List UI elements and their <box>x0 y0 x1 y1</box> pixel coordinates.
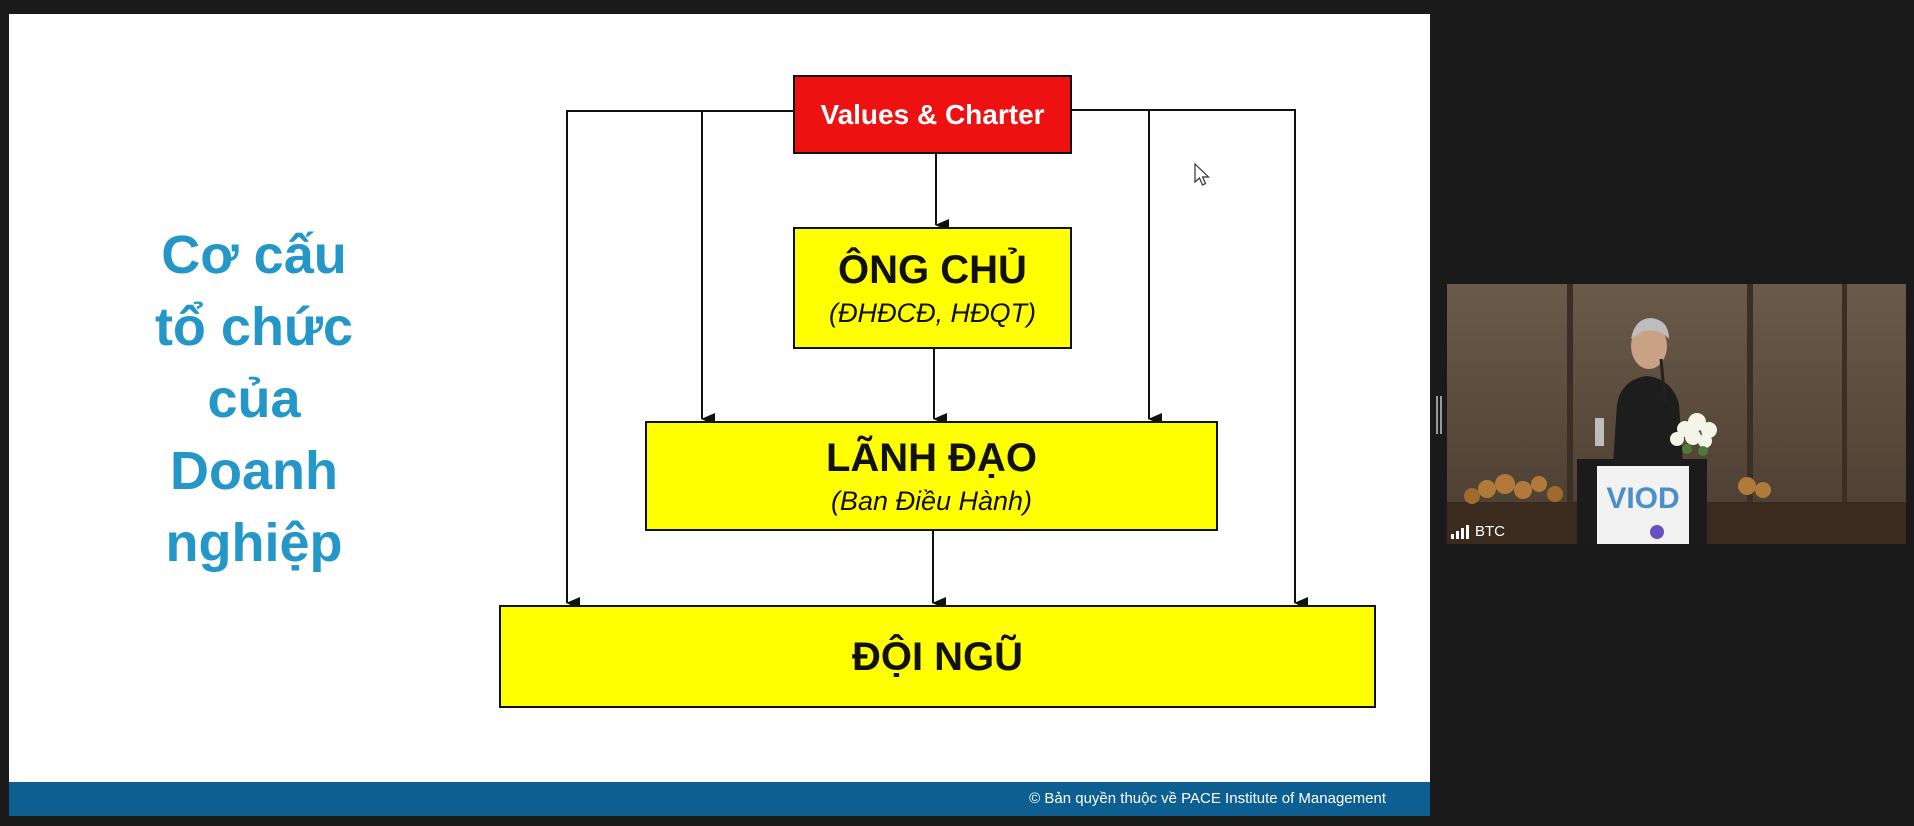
participant-label: BTC <box>1451 520 1505 542</box>
slide-title: Cơ cấu tổ chức của Doanh nghiệp <box>69 219 439 579</box>
team-label: ĐỘI NGŨ <box>851 634 1024 679</box>
values-charter-box: Values & Charter <box>793 75 1072 154</box>
speaker-video-feed: VIOD <box>1447 284 1906 544</box>
owner-label: ÔNG CHỦ <box>838 248 1027 292</box>
team-box: ĐỘI NGŨ <box>499 605 1376 708</box>
slide-title-line: Cơ cấu <box>161 225 347 285</box>
leadership-sublabel: (Ban Điều Hành) <box>830 486 1033 516</box>
leadership-box: LÃNH ĐẠO (Ban Điều Hành) <box>645 421 1218 531</box>
panel-resize-handle-icon[interactable] <box>1436 396 1442 434</box>
leadership-label: LÃNH ĐẠO <box>825 436 1038 480</box>
slide-title-line: nghiệp <box>165 513 343 573</box>
owner-box: ÔNG CHỦ (ĐHĐCĐ, HĐQT) <box>793 227 1072 349</box>
owner-sublabel: (ĐHĐCĐ, HĐQT) <box>829 298 1036 328</box>
podium-logo: VIOD <box>1606 482 1679 515</box>
values-charter-label: Values & Charter <box>820 98 1045 130</box>
mouse-cursor-icon <box>1194 162 1210 186</box>
copyright-text: © Bản quyền thuộc về PACE Institute of M… <box>1029 790 1386 807</box>
slide-title-line: của <box>207 369 301 429</box>
participant-name: BTC <box>1475 522 1505 540</box>
slide-title-line: Doanh <box>170 441 338 501</box>
slide-footer: © Bản quyền thuộc về PACE Institute of M… <box>9 782 1430 816</box>
signal-strength-icon <box>1451 523 1469 539</box>
slide-title-line: tổ chức <box>154 297 354 357</box>
participant-video-tile[interactable]: VIOD BTC <box>1447 284 1906 544</box>
presentation-slide: Cơ cấu tổ chức của Doanh nghiệp Values &… <box>9 14 1430 816</box>
